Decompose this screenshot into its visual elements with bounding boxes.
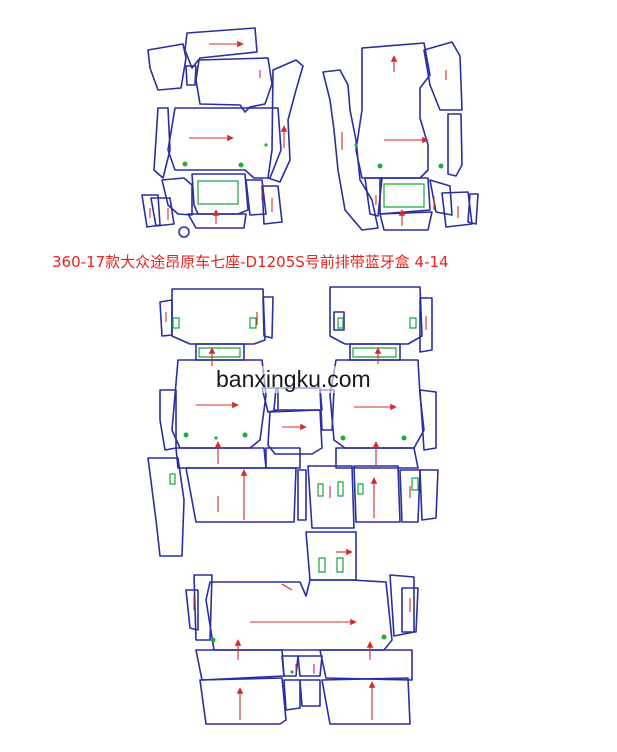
third-row-center-piece <box>305 531 357 581</box>
front-right-heel-pad <box>383 183 425 208</box>
third-row-mat-set <box>185 531 419 725</box>
trunk-right-panel <box>321 677 411 725</box>
second-row-left-top-plate <box>171 288 266 345</box>
third-row-main-mat <box>205 579 393 651</box>
front-left-mat-set <box>141 27 304 238</box>
watermark-text: banxingku.com <box>216 366 371 393</box>
front-right-mat-set <box>322 41 479 231</box>
trunk-left-panel <box>199 677 287 725</box>
front-left-heel-pad <box>197 180 239 205</box>
second-row-left-rear-panel <box>185 467 297 523</box>
diagram-title: 360-17款大众途昂原车七座-D1205S号前排带蓝牙盒 4-14 <box>52 253 449 271</box>
second-row-right-top-plate <box>329 286 423 345</box>
front-left-top-piece <box>184 27 258 69</box>
front-left-main-mat <box>167 107 282 179</box>
second-row-mat-set <box>147 286 439 557</box>
front-right-main-mat <box>355 42 431 179</box>
